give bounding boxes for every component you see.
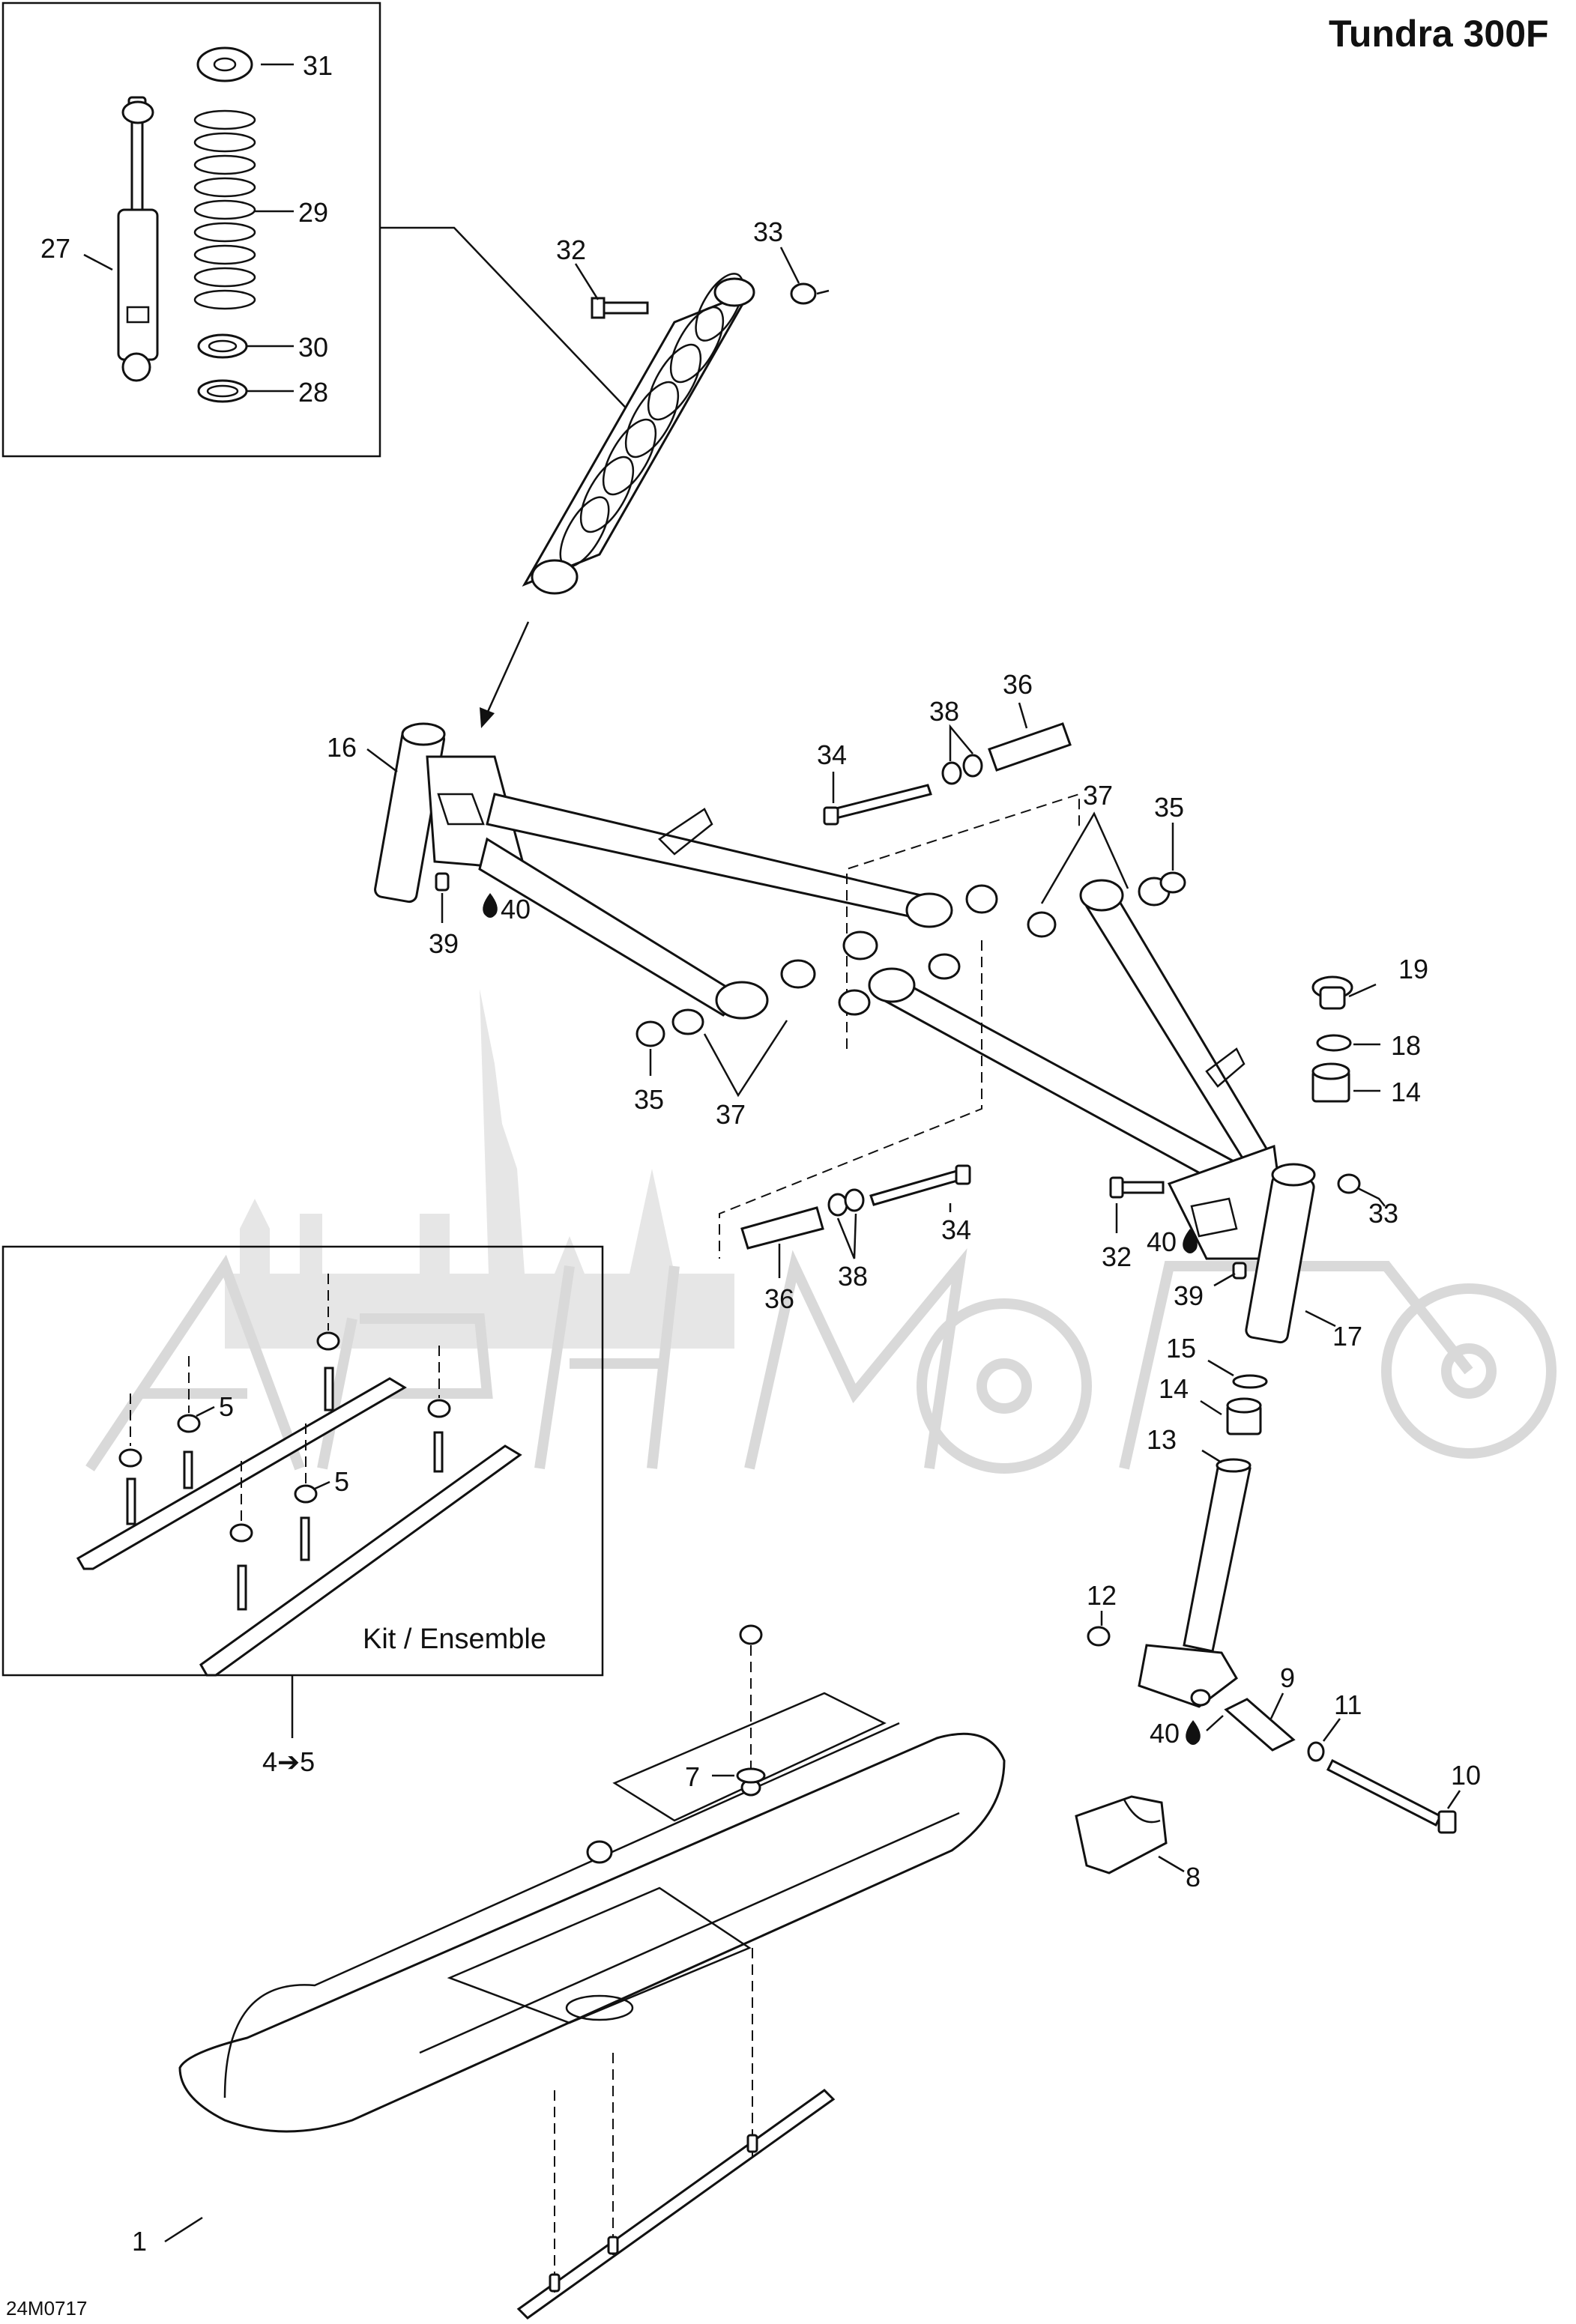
callout-19: 19 bbox=[1398, 954, 1428, 984]
callout-27: 27 bbox=[40, 233, 70, 264]
steering-cap-stack bbox=[1311, 975, 1353, 1103]
diagram-title: Tundra 300F bbox=[1329, 13, 1549, 55]
bolt-nut-right bbox=[1109, 1173, 1361, 1199]
callout-32-upper: 32 bbox=[556, 234, 586, 265]
callout-11: 11 bbox=[1334, 1689, 1362, 1720]
callout-38-lower: 38 bbox=[838, 1261, 868, 1292]
callout-37-upper: 37 bbox=[1083, 780, 1113, 811]
grease-40-upper: 40 bbox=[501, 894, 531, 925]
pivot-bolt-set-lower bbox=[740, 1164, 971, 1250]
grease-40-spindle: 40 bbox=[1150, 1718, 1180, 1749]
shock-absorber-exploded bbox=[117, 46, 256, 403]
callout-10: 10 bbox=[1451, 1760, 1481, 1791]
callout-14-lower: 14 bbox=[1159, 1373, 1189, 1404]
callout-35-right: 35 bbox=[1154, 792, 1184, 823]
callout-29: 29 bbox=[298, 197, 328, 228]
callout-16: 16 bbox=[327, 732, 357, 763]
callout-7: 7 bbox=[685, 1761, 700, 1792]
callout-14-upper: 14 bbox=[1391, 1077, 1421, 1107]
grease-drop-lower bbox=[1183, 1229, 1198, 1253]
shock-inset-box bbox=[1, 1, 381, 458]
pivot-bolt-set-upper bbox=[823, 722, 1072, 826]
inset-link-line bbox=[380, 226, 638, 420]
grease-fitting-upper bbox=[435, 872, 450, 892]
bushing-set-upper bbox=[780, 871, 1186, 1016]
callout-15: 15 bbox=[1166, 1333, 1196, 1364]
callout-18: 18 bbox=[1391, 1030, 1421, 1061]
carbide-runner-kit bbox=[76, 1274, 522, 1677]
kit-label: Kit / Ensemble bbox=[363, 1624, 546, 1655]
callout-28: 28 bbox=[298, 377, 328, 408]
callout-8: 8 bbox=[1186, 1862, 1201, 1892]
assembled-shock bbox=[522, 273, 830, 595]
callout-12: 12 bbox=[1087, 1580, 1117, 1611]
callout-36-upper: 36 bbox=[1003, 669, 1033, 700]
callout-13: 13 bbox=[1147, 1424, 1177, 1455]
callout-1: 1 bbox=[132, 2226, 147, 2257]
callout-37-lower: 37 bbox=[716, 1099, 746, 1130]
drawing-code: 24M0717 bbox=[6, 2297, 87, 2320]
callout-36-lower: 36 bbox=[764, 1283, 794, 1314]
grease-40-lower: 40 bbox=[1147, 1226, 1177, 1257]
callout-33-lower: 33 bbox=[1368, 1198, 1398, 1229]
dashed-assembly-line bbox=[846, 793, 1080, 1049]
callout-35-left: 35 bbox=[634, 1084, 664, 1115]
callout-32-lower: 32 bbox=[1102, 1241, 1132, 1272]
callout-9: 9 bbox=[1280, 1662, 1295, 1693]
ski bbox=[178, 1624, 1006, 2320]
callout-39-upper: 39 bbox=[429, 928, 459, 959]
grease-fitting-lower bbox=[1232, 1262, 1247, 1280]
spindle-column bbox=[1138, 1374, 1268, 1708]
callout-5-lower: 5 bbox=[334, 1466, 349, 1497]
callout-17: 17 bbox=[1332, 1321, 1362, 1352]
grease-drop-spindle bbox=[1186, 1720, 1201, 1745]
shock-inset-leaders bbox=[83, 63, 294, 393]
callout-39-lower: 39 bbox=[1174, 1280, 1204, 1311]
callout-34-lower: 34 bbox=[941, 1214, 971, 1245]
shock-to-frame-arrow bbox=[480, 621, 530, 728]
callout-30: 30 bbox=[298, 332, 328, 363]
bushing-set-left bbox=[635, 1008, 704, 1047]
a-arm-frame bbox=[374, 722, 1316, 1344]
callout-5-upper: 5 bbox=[219, 1391, 234, 1422]
spindle-hardware bbox=[1075, 1626, 1457, 1874]
callout-34-upper: 34 bbox=[817, 739, 847, 770]
callout-33-upper: 33 bbox=[753, 217, 783, 247]
kit-box bbox=[1, 1245, 604, 1677]
callout-31: 31 bbox=[303, 50, 333, 81]
kit-ref: 4➔5 bbox=[262, 1746, 315, 1777]
grease-drop-upper bbox=[483, 893, 498, 918]
callout-38-upper: 38 bbox=[929, 696, 959, 727]
